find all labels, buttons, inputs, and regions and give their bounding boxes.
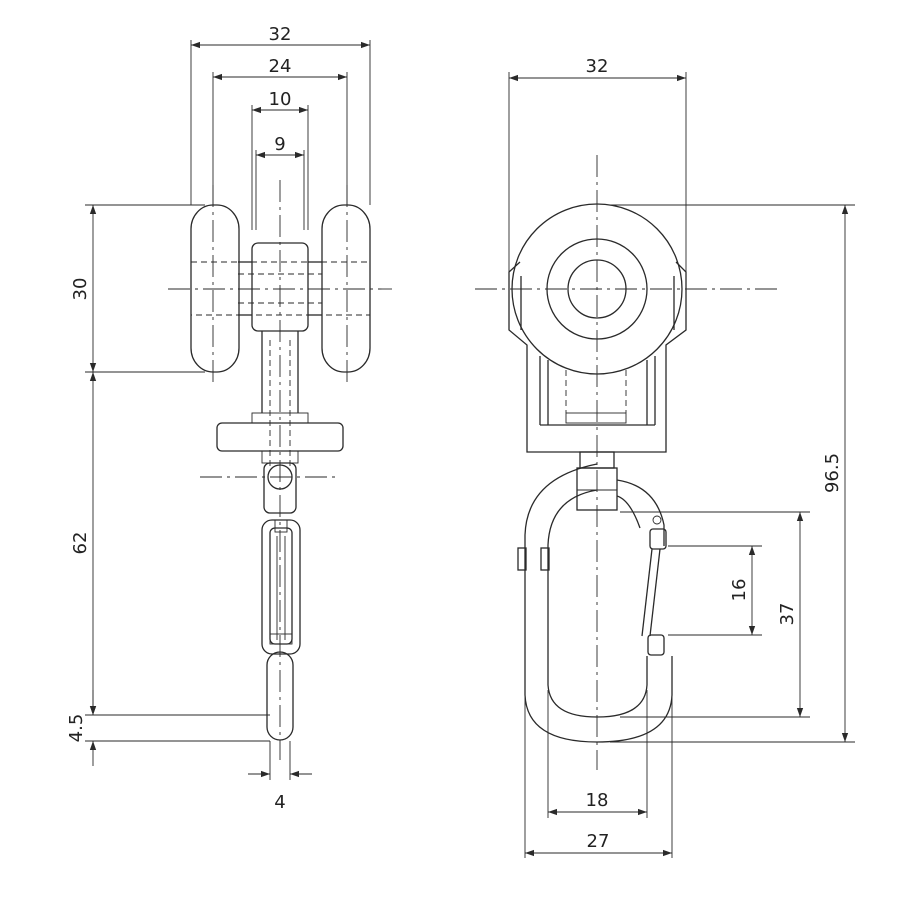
dim-hub-outer: 10 (269, 89, 292, 110)
left-wheel (190, 204, 240, 373)
dim-hook-inner-width: 18 (586, 790, 609, 811)
dim-gate-opening: 16 (729, 579, 750, 602)
gate-latch-top (649, 528, 667, 550)
axle (190, 261, 371, 316)
dim-wheel-width: 32 (586, 56, 609, 77)
dim-wheel-span: 24 (269, 56, 292, 77)
housing (508, 261, 687, 453)
dim-body-length: 62 (70, 532, 91, 555)
right-wheel (321, 204, 371, 373)
dim-wire-diameter: 4 (274, 792, 285, 813)
hook-inner (547, 489, 648, 718)
dim-hook-outer-width: 27 (587, 831, 610, 852)
swivel-neck (576, 467, 618, 511)
dim-wheel-diameter: 30 (70, 278, 91, 301)
side-view: 32 24 10 9 30 62 4.5 4 (66, 24, 392, 813)
dim-hook-inner-length: 37 (777, 603, 798, 626)
gate-latch-bottom (647, 634, 665, 656)
dim-overall-width: 32 (269, 24, 292, 45)
dim-hub-inner: 9 (274, 134, 285, 155)
dim-pin-offset: 4.5 (66, 714, 87, 743)
hook-outer (524, 463, 673, 743)
dim-overall-height: 96.5 (822, 453, 843, 493)
front-view: 32 96.5 37 16 18 27 (475, 56, 855, 858)
